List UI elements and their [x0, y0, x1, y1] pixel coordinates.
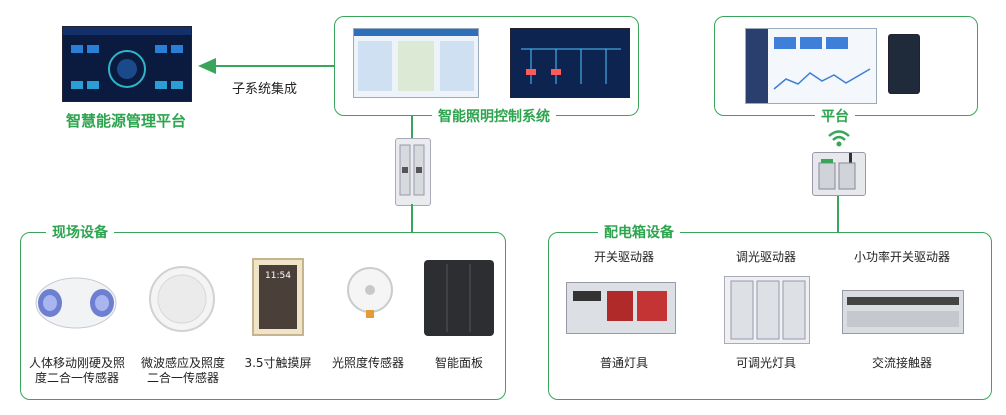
switch-driver-image [566, 282, 676, 334]
low-power-driver-image [842, 290, 964, 334]
connector-vertical-left-2 [411, 204, 413, 232]
distribution-devices-frame [548, 232, 992, 400]
gateway-device [812, 151, 866, 196]
switch-driver-label: 开关驱动器 [593, 250, 654, 264]
normal-lamp-label: 普通灯具 [599, 356, 648, 370]
light-sensor-image [342, 266, 398, 320]
ac-contactor-label: 交流接触器 [871, 356, 932, 370]
dashboard-graphic [63, 27, 191, 89]
lighting-screenshot-right [510, 28, 630, 98]
lighting-system-label: 智能照明控制系统 [432, 106, 556, 126]
platform-label: 平台 [815, 106, 855, 126]
dimming-driver-image [724, 276, 810, 344]
field-label-3: 3.5寸触摸屏 [244, 356, 312, 370]
field-label-4: 光照度传感器 [331, 356, 404, 370]
connector-vertical-right [837, 196, 839, 232]
platform-mobile-screenshot [888, 34, 920, 94]
field-label-1: 人体移动刚硬及照度二合一传感器 [28, 356, 125, 385]
energy-platform-label: 智慧能源管理平台 [66, 112, 187, 130]
field-label-5: 智能面板 [434, 356, 483, 370]
motion-sensor-image [32, 268, 120, 338]
din-rail-module [395, 138, 431, 206]
connector-vertical-left [411, 116, 413, 138]
subsystem-integration-label: 子系统集成 [232, 82, 298, 97]
low-power-driver-label: 小功率开关驱动器 [853, 250, 950, 264]
lighting-screenshot-left [353, 28, 479, 98]
touchscreen-image: 11:54 [252, 258, 304, 336]
dimming-driver-label: 调光驱动器 [735, 250, 796, 264]
distribution-devices-label: 配电箱设备 [598, 222, 680, 242]
touchscreen-time: 11:54 [265, 271, 291, 281]
microwave-sensor-image [147, 264, 217, 334]
arrow-left-icon [198, 58, 334, 74]
dimmable-lamp-label: 可调光灯具 [735, 356, 796, 370]
field-devices-label: 现场设备 [46, 222, 114, 242]
energy-platform-screenshot [62, 26, 192, 102]
platform-web-screenshot [745, 28, 877, 104]
field-devices-frame [20, 232, 506, 400]
smart-panel-image [424, 260, 494, 336]
wifi-icon [828, 130, 850, 147]
field-label-2: 微波感应及照度二合一传感器 [140, 356, 225, 385]
